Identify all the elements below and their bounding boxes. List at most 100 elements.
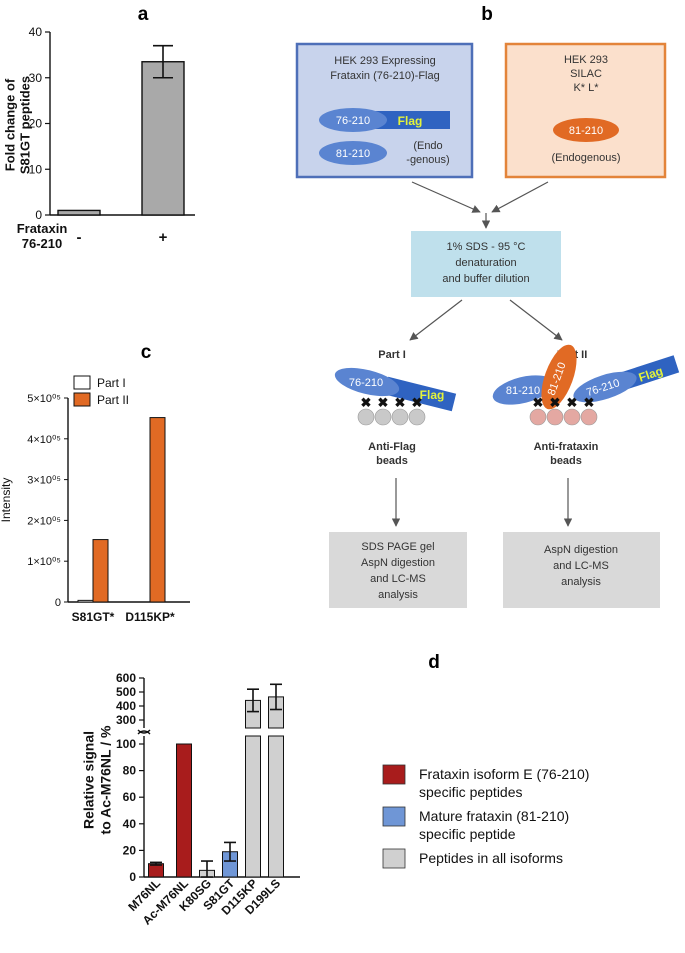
c-bar bbox=[92, 539, 109, 603]
c-y-tick-label: 2×10⁰⁵ bbox=[27, 515, 61, 527]
panel-label-c: c bbox=[141, 342, 152, 363]
a-bar bbox=[57, 209, 101, 216]
d-legend-label: Peptides in all isoforms bbox=[419, 850, 563, 866]
a-y-tick-label: 40 bbox=[29, 25, 43, 39]
d-y-tick-label: 100 bbox=[116, 737, 136, 751]
part2-bead bbox=[580, 408, 598, 426]
part2-antibody: ✖ bbox=[550, 395, 561, 410]
arrow-sds-to-part2 bbox=[509, 299, 563, 341]
d-y-axis-label: Relative signalto Ac-M76NL / % bbox=[81, 725, 114, 834]
c-y-tick-label: 5×10⁰⁵ bbox=[27, 393, 61, 405]
arrow-left-to-sds bbox=[411, 181, 481, 213]
endogenous-label-left: (Endo-genous) bbox=[406, 140, 449, 166]
part2-antibody: ✖ bbox=[584, 395, 595, 410]
part2-bead bbox=[563, 408, 581, 426]
d-legend-label: Mature frataxin (81-210)specific peptide bbox=[419, 808, 569, 842]
d-bar-lower bbox=[245, 735, 261, 878]
d-y-tick-label: 300 bbox=[116, 713, 136, 727]
c-y-tick-label: 1×10⁰⁵ bbox=[27, 556, 61, 568]
d-legend-swatch bbox=[382, 806, 406, 827]
a-y-tick-label: 20 bbox=[29, 117, 43, 131]
a-y-tick-label: 30 bbox=[29, 71, 43, 85]
part2-antibody: ✖ bbox=[567, 395, 578, 410]
part2-ellipse-81-210-orange bbox=[541, 344, 577, 410]
part1-bead bbox=[391, 408, 409, 426]
d-legend-label: Frataxin isoform E (76-210)specific pept… bbox=[419, 766, 589, 800]
d-y-tick-label: 600 bbox=[116, 671, 136, 685]
a-bar bbox=[141, 61, 185, 216]
c-bar bbox=[77, 599, 94, 603]
d-bar bbox=[176, 743, 192, 878]
part2-bead bbox=[529, 408, 547, 426]
analysis-box-1 bbox=[329, 532, 467, 608]
arrow-right-to-sds bbox=[491, 181, 549, 213]
analysis-box-2 bbox=[503, 532, 660, 608]
c-y-tick-label: 3×10⁰⁵ bbox=[27, 475, 61, 487]
d-bar-lower bbox=[268, 735, 284, 878]
d-axis-break bbox=[137, 729, 151, 735]
c-y-tick-label: 4×10⁰⁵ bbox=[27, 434, 61, 446]
c-legend-swatch bbox=[73, 375, 91, 390]
part2-bead bbox=[546, 408, 564, 426]
part1-label: Part I bbox=[378, 349, 406, 361]
part1-flag-label: Flag bbox=[420, 388, 445, 402]
part1-flag-tag bbox=[383, 376, 457, 412]
c-y-tick-label: 0 bbox=[55, 597, 61, 609]
chart-c: 0 1×10⁰⁵ 2×10⁰⁵ 3×10⁰⁵ 4×10⁰⁵ 5×10⁰⁵ Intensity… bbox=[0, 375, 190, 624]
a-y-axis-label: Fold change ofS81GT peptides bbox=[3, 76, 33, 174]
d-legend-swatch bbox=[382, 764, 406, 785]
ellipse-81-210 bbox=[319, 141, 387, 165]
a-x-tick-label: + bbox=[159, 229, 168, 246]
arrow-sds-to-part1 bbox=[409, 299, 463, 341]
c-x-tick-label: S81GT* bbox=[72, 610, 115, 624]
part1-bead bbox=[357, 408, 375, 426]
part1-antibody: ✖ bbox=[378, 395, 389, 410]
ellipse-76-210 bbox=[319, 108, 387, 132]
panel-label-a: a bbox=[138, 4, 149, 25]
c-x-tick-label: D115KP* bbox=[125, 610, 175, 624]
d-y-tick-label: 60 bbox=[123, 790, 137, 804]
a-x-tick-label: - bbox=[77, 229, 82, 246]
d-y-tick-label: 40 bbox=[123, 817, 137, 831]
part2-ellipse-81-label: 81-210 bbox=[506, 385, 540, 397]
c-legend-swatch bbox=[73, 392, 91, 407]
part1-antibody: ✖ bbox=[395, 395, 406, 410]
ellipse-81-210-orange bbox=[553, 118, 619, 142]
d-y-tick-label: 0 bbox=[129, 870, 136, 884]
part1-bead bbox=[408, 408, 426, 426]
part2-ellipse-76-210 bbox=[573, 371, 637, 403]
d-y-tick-label: 20 bbox=[123, 843, 137, 857]
part1-antibody: ✖ bbox=[361, 395, 372, 410]
d-legend-swatch bbox=[382, 848, 406, 869]
flag-tag bbox=[372, 111, 450, 129]
flag-tag-label: Flag bbox=[398, 114, 423, 128]
c-bar bbox=[149, 417, 166, 603]
part1-antibody: ✖ bbox=[412, 395, 423, 410]
part2-ellipse-81-210 bbox=[492, 375, 554, 405]
c-y-axis-label: Intensity bbox=[0, 478, 13, 523]
panel-label-d: d bbox=[428, 652, 440, 673]
part1-ellipse-label: 76-210 bbox=[349, 377, 383, 389]
ellipse-76-210-label: 76-210 bbox=[336, 115, 370, 127]
c-legend-label: Part II bbox=[97, 393, 129, 407]
d-y-tick-label: 80 bbox=[123, 764, 137, 778]
panel-label-b: b bbox=[481, 4, 493, 25]
endogenous-label-right: (Endogenous) bbox=[551, 152, 620, 164]
sds-box bbox=[411, 231, 561, 297]
a-y-tick-label: 10 bbox=[29, 162, 43, 176]
ellipse-81-210-orange-label: 81-210 bbox=[569, 125, 603, 137]
d-y-tick-label: 400 bbox=[116, 699, 136, 713]
part1-ellipse-76-210 bbox=[334, 367, 400, 397]
